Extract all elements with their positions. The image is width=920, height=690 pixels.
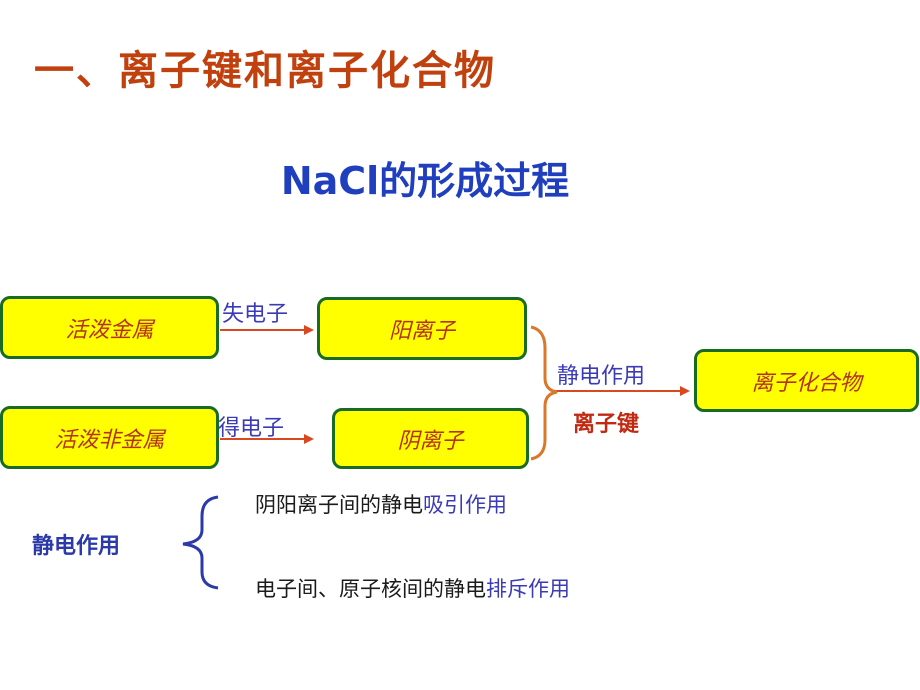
brace-ions [530, 325, 558, 461]
attraction-highlight: 吸引作用 [423, 493, 507, 517]
box-cation: 阳离子 [317, 297, 527, 360]
label-gain-electron: 得电子 [218, 416, 285, 441]
box-active-nonmetal: 活泼非金属 [0, 406, 219, 469]
box-active-metal-label: 活泼金属 [65, 317, 154, 343]
label-lose-electron: 失电子 [222, 302, 289, 327]
term-electrostatic: 静电作用 [32, 534, 121, 559]
slide-title: 一、离子键和离子化合物 [34, 48, 496, 94]
slide-subtitle: NaCl的形成过程 [280, 159, 570, 203]
repulsion-highlight: 排斥作用 [486, 577, 570, 601]
repulsion-prefix: 电子间、原子核间的静电 [255, 577, 486, 601]
brace-explanation [182, 495, 219, 590]
explanation-line-repulsion: 电子间、原子核间的静电排斥作用 [255, 573, 570, 603]
box-anion-label: 阴离子 [397, 428, 464, 454]
box-ionic-compound-label: 离子化合物 [751, 370, 862, 396]
explanation-line-attraction: 阴阳离子间的静电吸引作用 [255, 489, 507, 519]
attraction-prefix: 阴阳离子间的静电 [255, 493, 423, 517]
box-active-metal: 活泼金属 [0, 296, 219, 359]
box-active-nonmetal-label: 活泼非金属 [54, 427, 165, 453]
box-anion: 阴离子 [332, 408, 529, 469]
label-electrostatic: 静电作用 [557, 364, 646, 389]
label-ionic-bond: 离子键 [573, 412, 640, 437]
box-ionic-compound: 离子化合物 [694, 349, 919, 412]
box-cation-label: 阳离子 [388, 318, 455, 344]
